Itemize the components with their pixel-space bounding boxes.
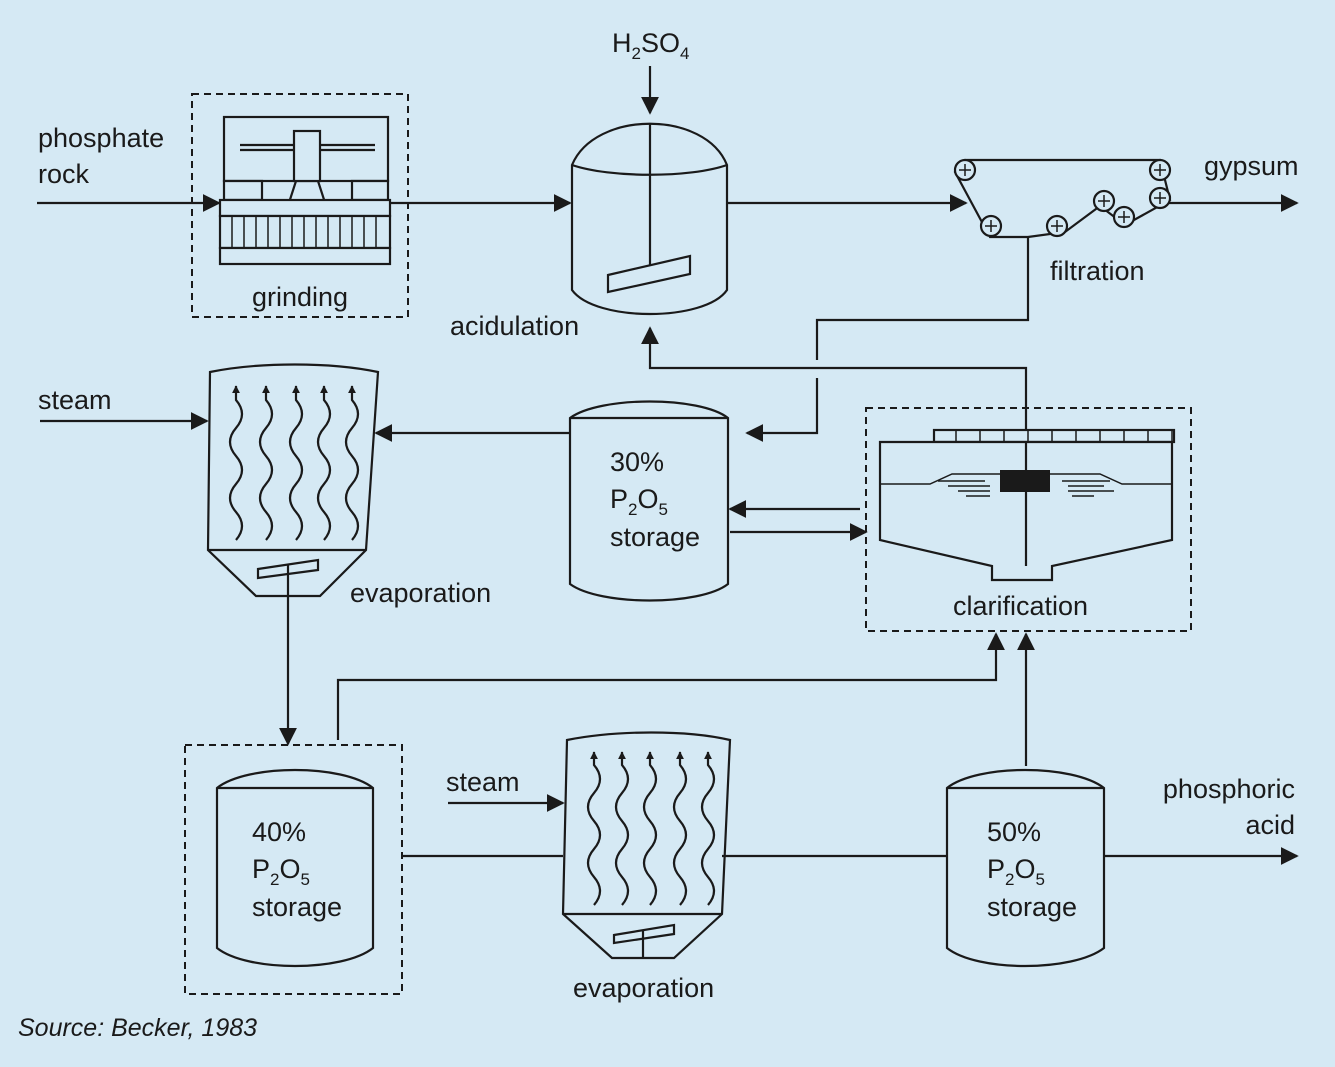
storage-40-label: storage [252, 892, 342, 922]
phosphate-rock-label-line2: rock [38, 159, 90, 189]
vapor-wave-icon [258, 385, 274, 541]
acidulation-reactor [570, 122, 729, 316]
filtrate-to-storage-arrow [745, 378, 819, 442]
vapor-wave-icon [672, 751, 688, 906]
phosphoric-acid-label-line1: phosphoric [1163, 774, 1295, 804]
flow-lines [37, 66, 1299, 865]
filtrate-line-a [815, 237, 1030, 360]
steam-top-label: steam [38, 385, 112, 415]
filtration-label: filtration [1050, 256, 1145, 286]
grinding-unit [191, 93, 409, 318]
gypsum-label: gypsum [1204, 151, 1299, 181]
steam-bottom-label: steam [446, 767, 520, 797]
storage-tank-50 [945, 768, 1106, 968]
phosphate-rock-label-line1: phosphate [38, 123, 164, 153]
40-storage-to-clarifier-arrow [336, 632, 1005, 740]
vapor-wave-icon [642, 751, 658, 906]
storage-50-label: storage [987, 892, 1077, 922]
source-citation: Source: Becker, 1983 [18, 1014, 257, 1042]
clarifier-recycle-to-reactor-arrow [641, 326, 1028, 430]
evaporator-top [206, 363, 380, 598]
evaporation-top-label: evaporation [350, 578, 491, 608]
storage-30-label: storage [610, 522, 700, 552]
filtration-unit [953, 158, 1172, 239]
acidulation-label: acidulation [450, 311, 579, 341]
vapor-wave-icon [228, 385, 244, 541]
vapor-wave-icon [700, 751, 716, 906]
vapor-wave-icon [344, 385, 360, 541]
agitator-icon [606, 254, 692, 294]
h2so4-label: H2SO4 [612, 28, 689, 63]
storage-50-percent: 50% [987, 817, 1041, 847]
storage-tank-40 [215, 768, 375, 968]
storage-tank-30 [568, 400, 730, 602]
vapor-wave-icon [614, 751, 630, 906]
storage-30-percent: 30% [610, 447, 664, 477]
vapor-wave-icon [586, 751, 602, 906]
vapor-wave-icon [316, 385, 332, 541]
evaporator-bottom [561, 731, 732, 960]
evaporation-bottom-label: evaporation [573, 973, 714, 1003]
clarifier-unit [865, 407, 1192, 632]
storage-50-p2o5: P2O5 [987, 854, 1045, 889]
storage-40-percent: 40% [252, 817, 306, 847]
vapor-wave-icon [288, 385, 304, 541]
phosphoric-acid-label-line2: acid [1245, 810, 1295, 840]
clarification-label: clarification [953, 591, 1088, 621]
storage-40-p2o5: P2O5 [252, 854, 310, 889]
storage-30-p2o5: P2O5 [610, 484, 668, 519]
grinding-label: grinding [252, 282, 348, 312]
